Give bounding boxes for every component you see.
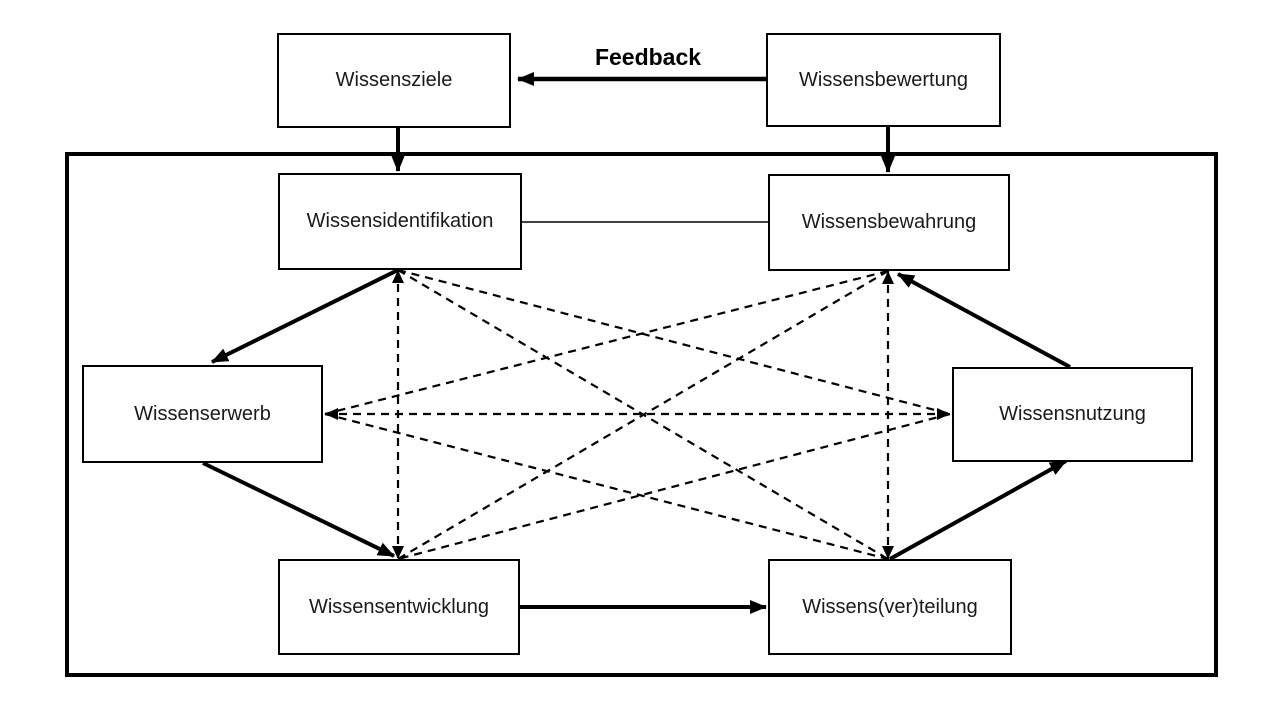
small-arrowhead-into-nutzung (937, 408, 950, 420)
node-wissensidentifikation: Wissensidentifikation (278, 173, 522, 270)
small-arrowhead-into-erwerb (325, 408, 338, 420)
node-wissensverteilung-label: Wissens(ver)teilung (802, 595, 978, 618)
arrow-erwerb-to-entwicklung (202, 461, 395, 558)
small-arrowhead-into-verteilung (882, 546, 894, 559)
dashed-bewahrung-entwicklung (397, 270, 889, 560)
node-wissensbewahrung-label: Wissensbewahrung (801, 211, 977, 233)
small-arrowhead-into-entwicklung (392, 546, 404, 559)
node-wissensentwicklung-label: Wissensentwicklung (308, 595, 490, 618)
node-wissenserwerb: Wissenserwerb (82, 365, 323, 463)
node-wissensbewertung: Wissensbewertung (766, 33, 1001, 127)
dashed-identifikation-nutzung (397, 268, 951, 416)
arrow-nutzung-to-bewahrung (897, 272, 1071, 369)
node-wissensbewahrung: Wissensbewahrung (768, 174, 1010, 271)
small-arrowhead-into-bewahrung (882, 271, 894, 284)
node-wissensnutzung: Wissensnutzung (952, 367, 1193, 462)
arrow-verteilung-to-nutzung (889, 459, 1067, 561)
node-wissensziele-label: Wissensziele (335, 69, 453, 91)
node-wissensidentifikation-label: Wissensidentifikation (306, 210, 494, 232)
process-container-frame (65, 152, 1218, 677)
feedback-label: Feedback (594, 44, 702, 70)
node-wissensbewertung-label: Wissensbewertung (799, 68, 968, 91)
node-wissensverteilung: Wissens(ver)teilung (768, 559, 1012, 655)
arrow-identifikation-to-erwerb (211, 268, 399, 364)
small-arrowhead-into-identifikation (392, 270, 404, 283)
dashed-nutzung-entwicklung (397, 412, 951, 561)
node-wissensziele: Wissensziele (277, 33, 511, 128)
node-wissenserwerb-label: Wissenserwerb (134, 402, 271, 425)
node-wissensentwicklung: Wissensentwicklung (278, 559, 520, 655)
node-wissensnutzung-label: Wissensnutzung (999, 403, 1146, 425)
